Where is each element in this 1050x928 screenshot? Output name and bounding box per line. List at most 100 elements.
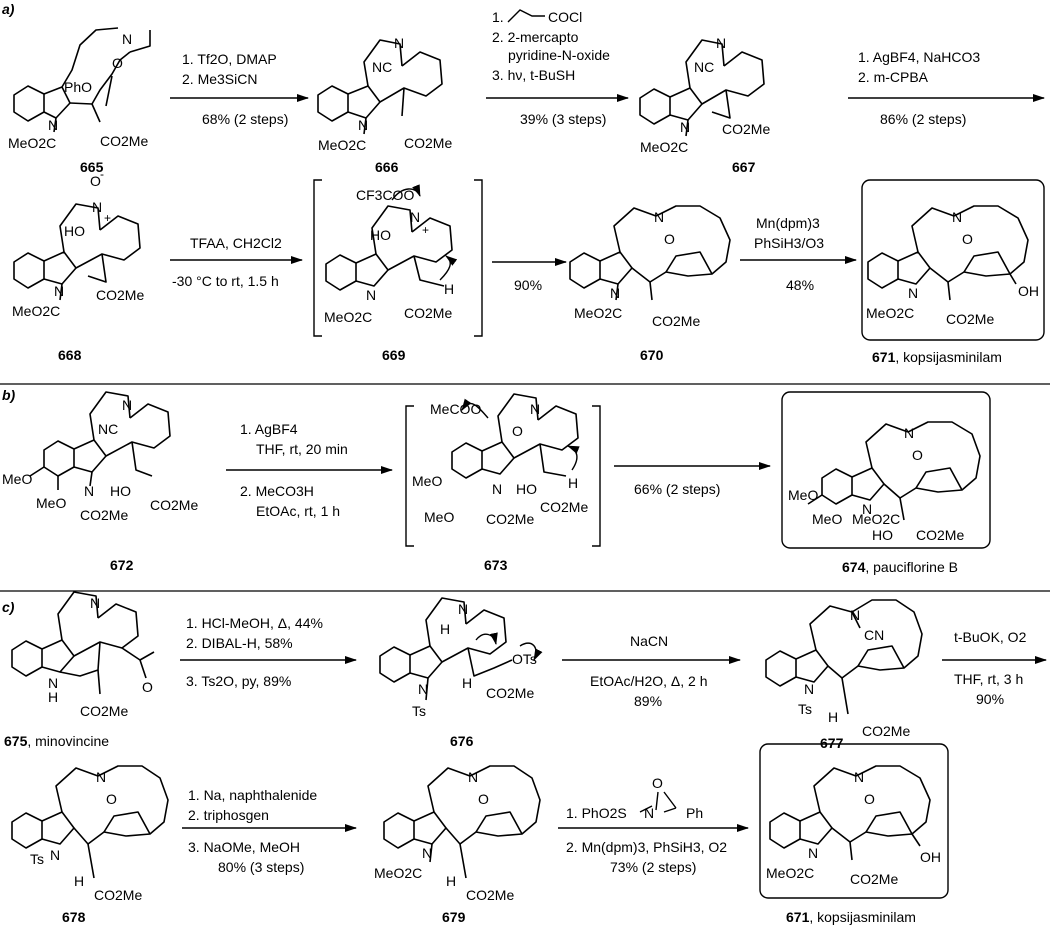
atom-ts: Ts [798,701,812,717]
arrow-a6-above-1: Mn(dpm)3 [756,215,820,231]
atom-nc: NC [372,59,392,75]
atom-ts: Ts [30,851,44,867]
atom-meo-1: MeO [2,471,32,487]
arrow-c2-above-1: NaCN [630,633,668,649]
atom-n-indole: N [358,117,368,133]
atom-meo2c: MeO2C [866,305,914,321]
atom-n: N [90,595,100,611]
arrow-a2-above-3: pyridine-N-oxide [508,47,610,63]
atom-ho: HO [872,527,893,543]
compound-label: 671, kopsijasminilam [786,909,916,925]
arrow-a2: 1. COCl 2. 2-mercapto pyridine-N-oxide 3… [486,9,629,127]
compound-677: N CN N Ts H CO2Me 677 [765,599,923,751]
compound-number: 669 [382,347,406,363]
atom-co2me: CO2Me [150,497,198,513]
arrow-a2-above-2: 2. 2-mercapto [492,29,579,45]
arrow-c3-above-1: t-BuOK, O2 [954,629,1027,645]
atom-meo2c: MeO2C [574,305,622,321]
atom-ho: HO [64,223,85,239]
atom-co2me: CO2Me [80,703,128,719]
atom-ho: HO [516,481,537,497]
atom-nc: NC [694,59,714,75]
arrow-c3: t-BuOK, O2 THF, rt, 3 h 90% [942,629,1047,707]
atom-n-indole: N [418,681,428,697]
atom-co2me: CO2Me [916,527,964,543]
compound-670: N O N MeO2C CO2Me 670 [569,205,731,363]
atom-n-indole: N [610,285,620,301]
atom-co2me: CO2Me [722,121,770,137]
atom-co2me-2: CO2Me [486,511,534,527]
compound-name: , kopsijasminilam [809,909,916,925]
atom-n-indole: N [492,481,502,497]
compound-665: N O PhO N MeO2C CO2Me 665 [8,27,151,175]
compound-679: N O N MeO2C H CO2Me 679 [374,765,541,925]
atom-meo-2: MeO [424,509,454,525]
compound-number: 668 [58,347,82,363]
arrow-b1-above-1: 1. AgBF4 [240,421,298,437]
arrow-c1-above-2: 2. DIBAL-H, 58% [186,635,293,651]
compound-number: 674 [842,559,866,575]
atom-co2me: CO2Me [486,685,534,701]
arrow-a1: 1. Tf2O, DMAP 2. Me3SiCN 68% (2 steps) [170,51,309,127]
atom-ho: HO [110,483,131,499]
compound-number: 675 [4,733,28,749]
atom-o: O [112,55,123,71]
atom-n: N [92,199,102,215]
arrow-a1-above-1: 1. Tf2O, DMAP [182,51,277,67]
atom-o: O [912,447,923,463]
atom-h-1: H [440,621,450,637]
compound-666: N NC N MeO2C CO2Me 666 [317,35,452,175]
arrow-a4: TFAA, CH2Cl2 -30 °C to rt, 1.5 h [170,235,303,289]
product-box [781,391,991,549]
compound-number: 671 [786,909,810,925]
bracket-left [405,405,414,547]
arrow-b1: 1. AgBF4 THF, rt, 20 min 2. MeCO3H EtOAc… [226,421,393,519]
atom-o: O [106,791,117,807]
atom-co2me: CO2Me [404,305,452,321]
compound-678: N O N Ts H CO2Me 678 [11,765,169,925]
compound-676: N H H OTs CO2Me N Ts 676 [379,597,543,749]
arrow-a3-below-1: 86% (2 steps) [880,111,966,127]
panel-label-b: b) [2,387,16,403]
arrow-c1: 1. HCl-MeOH, Δ, 44% 2. DIBAL-H, 58% 3. T… [180,615,357,689]
arrow-a2-below-1: 39% (3 steps) [520,111,606,127]
bracket-right [474,179,483,337]
atom-co2me: CO2Me [652,313,700,329]
oxaziridine-icon [639,791,677,813]
atom-co2me: CO2Me [466,887,514,903]
arrow-b1-below-2: EtOAc, rt, 1 h [256,503,340,519]
atom-co2me-2: CO2Me [80,507,128,523]
arrow-c4: 1. Na, naphthalenide 2. triphosgen 3. Na… [182,787,357,875]
atom-meo-2: MeO [36,495,66,511]
atom-co2me: CO2Me [100,133,148,149]
compound-label: 671, kopsijasminilam [872,349,1002,365]
compound-name: , minovincine [27,733,109,749]
compound-668: O - N + HO N MeO2C CO2Me 668 [12,167,144,363]
arrow-c2: NaCN EtOAc/H2O, Δ, 2 h 89% [562,633,741,709]
arrow-a3-above-1: 1. AgBF4, NaHCO3 [858,49,980,65]
compound-number: 677 [820,735,844,751]
atom-plus: + [422,223,429,237]
atom-n-indole: N [50,847,60,863]
atom-h-2: H [462,675,472,691]
compound-671-c: N O N MeO2C CO2Me OH 671, kopsijasminila… [759,743,949,925]
atom-cn: CN [864,627,884,643]
atom-co2me: CO2Me [96,287,144,303]
compound-number: 670 [640,347,664,363]
compound-672: N NC MeO MeO N HO CO2Me CO2Me 672 [2,391,198,573]
arrow-c5: 1. PhO2S N O Ph 2. Mn(dpm)3, PhSiH3, O2 … [558,775,749,875]
atom-n: N [952,209,962,225]
atom-meo2c: MeO2C [766,865,814,881]
arrow-c2-below-1: EtOAc/H2O, Δ, 2 h [590,673,708,689]
atom-co2me: CO2Me [540,499,588,515]
arrow-c1-above-1: 1. HCl-MeOH, Δ, 44% [186,615,323,631]
arrow-c4-above-1: 1. Na, naphthalenide [188,787,317,803]
atom-n-indole: N [366,287,376,303]
arrow-a1-above-2: 2. Me3SiCN [182,71,257,87]
atom-cf3coo: CF3COO [356,187,414,203]
arrow-a3: 1. AgBF4, NaHCO3 2. m-CPBA 86% (2 steps) [848,49,1045,127]
bracket-left [313,179,322,337]
atom-n-indole: N [48,675,58,691]
atom-h: H [444,281,454,297]
atom-n: N [716,35,726,51]
